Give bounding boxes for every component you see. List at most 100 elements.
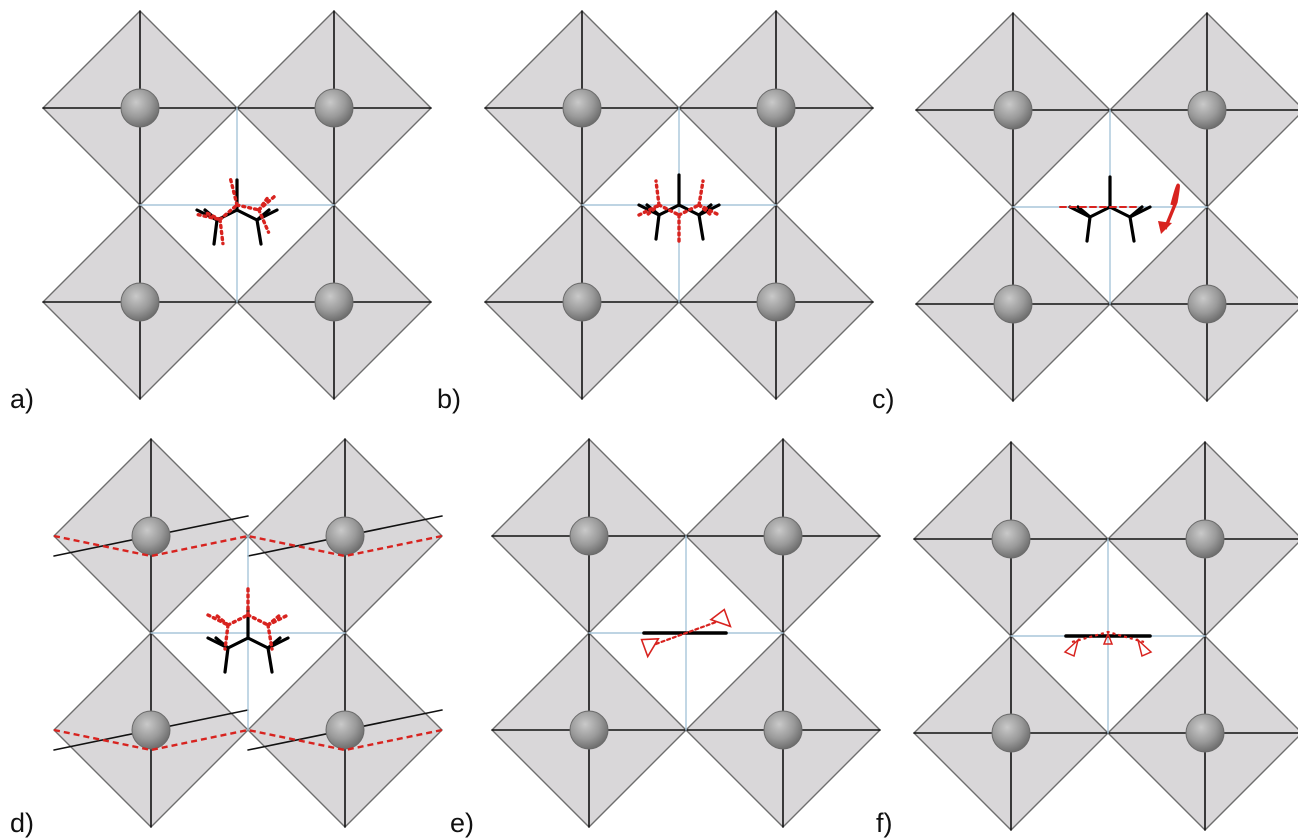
molecule-bond	[228, 174, 239, 207]
octahedron-3	[915, 206, 1111, 402]
metal-atom-sphere	[562, 282, 602, 322]
octahedron-3	[42, 204, 238, 400]
metal-atom-sphere	[1187, 284, 1227, 324]
metal-atom-sphere	[325, 516, 365, 556]
organic-cation-displaced	[637, 179, 721, 247]
metal-atom-sphere	[314, 282, 354, 322]
molecule-bond	[212, 218, 219, 246]
molecule-bond	[645, 203, 661, 217]
molecule-bond	[637, 203, 661, 217]
molecule-bond	[266, 613, 290, 627]
octahedron-1	[915, 12, 1111, 208]
octahedron-1	[53, 438, 249, 634]
octahedron-1	[42, 10, 238, 206]
panel-label-a: a)	[10, 384, 34, 414]
octahedron-4	[1109, 206, 1298, 402]
octahedron-4	[236, 204, 432, 400]
molecule-bond	[257, 195, 270, 212]
molecule-bond	[1085, 215, 1092, 243]
rotation-arrow-head	[1158, 221, 1172, 234]
molecule-bond	[226, 613, 250, 627]
metal-atom-sphere	[993, 284, 1033, 324]
molecule-bond	[223, 646, 230, 674]
molecule-bond	[697, 179, 705, 207]
octahedron-1	[484, 10, 680, 206]
molecule-bond	[697, 203, 713, 217]
panel-label-d: d)	[10, 808, 34, 838]
rotation-arrow-icon	[1163, 183, 1180, 230]
octahedron-4	[685, 632, 881, 828]
octahedron-4	[247, 632, 443, 828]
octahedron-4	[1107, 635, 1298, 831]
molecule-bond	[266, 613, 282, 627]
linear-cation-displaced	[640, 608, 732, 659]
organic-cation-displaced	[196, 174, 278, 246]
molecule-bond	[223, 623, 230, 651]
metal-atom-sphere	[569, 710, 609, 750]
metal-atom-sphere	[120, 88, 160, 128]
molecule-bond	[657, 203, 681, 217]
octahedron-3	[491, 632, 687, 828]
panel-b: b)	[437, 10, 874, 414]
panel-label-c: c)	[872, 384, 895, 414]
metal-atom-sphere	[756, 88, 796, 128]
molecule-bond	[654, 213, 661, 241]
molecule-bond	[218, 203, 239, 222]
end-cone-center	[1102, 631, 1114, 645]
molecule-bond	[226, 636, 250, 650]
octahedron-1	[913, 441, 1109, 637]
molecule-bond	[266, 623, 274, 651]
molecule-bond	[255, 208, 271, 222]
molecule-bond	[1076, 205, 1092, 219]
metal-atom-sphere	[562, 88, 602, 128]
molecule-bond	[235, 203, 261, 212]
panel-f: f)	[876, 441, 1298, 838]
end-cone-right	[1136, 637, 1153, 658]
metal-atom-sphere	[131, 710, 171, 750]
molecule-bond	[1128, 205, 1144, 219]
octahedron-2	[1107, 441, 1298, 637]
molecule-bond	[697, 213, 705, 241]
molecule-bond	[204, 211, 222, 222]
molecule-bond	[697, 203, 721, 217]
octahedron-2	[678, 10, 874, 206]
metal-atom-sphere	[756, 282, 796, 322]
molecule-bond	[235, 208, 259, 222]
molecule-bond	[255, 218, 263, 246]
metal-atom-sphere	[120, 282, 160, 322]
metal-atom-sphere	[991, 713, 1031, 753]
molecule-bond	[654, 179, 661, 207]
metal-atom-sphere	[325, 710, 365, 750]
metal-atom-sphere	[763, 516, 803, 556]
panel-d: d)	[10, 438, 443, 838]
molecule-bond	[266, 636, 282, 650]
panel-label-b: b)	[437, 384, 461, 414]
panel-e: e)	[450, 438, 881, 838]
linear-cation-displaced-line	[654, 620, 718, 646]
organic-cation	[206, 606, 290, 674]
molecule-bond	[214, 613, 230, 627]
metal-atom-sphere	[763, 710, 803, 750]
octahedron-2	[1109, 12, 1298, 208]
molecule-bond	[206, 613, 230, 627]
organic-cation	[1068, 175, 1152, 243]
panel-label-f: f)	[876, 808, 893, 838]
molecule-bond	[677, 203, 701, 217]
octahedron-3	[53, 632, 249, 828]
molecule-bond	[1108, 205, 1132, 219]
tilt-displacement-line	[53, 728, 443, 752]
molecule-bond	[196, 212, 222, 222]
end-cone-right	[709, 608, 732, 628]
tilt-displacement-line	[53, 534, 443, 558]
end-cone-left	[1063, 637, 1080, 658]
displaced-cation	[196, 174, 278, 246]
metal-atom-sphere	[314, 88, 354, 128]
metal-atom-sphere	[1185, 519, 1225, 559]
octahedron-1	[491, 438, 687, 634]
octahedron-2	[685, 438, 881, 634]
molecule-bond	[257, 208, 271, 234]
molecule-bond	[257, 193, 278, 212]
octahedron-2	[236, 10, 432, 206]
organic-cation-displaced	[206, 583, 290, 651]
panel-c: c)	[872, 12, 1298, 414]
